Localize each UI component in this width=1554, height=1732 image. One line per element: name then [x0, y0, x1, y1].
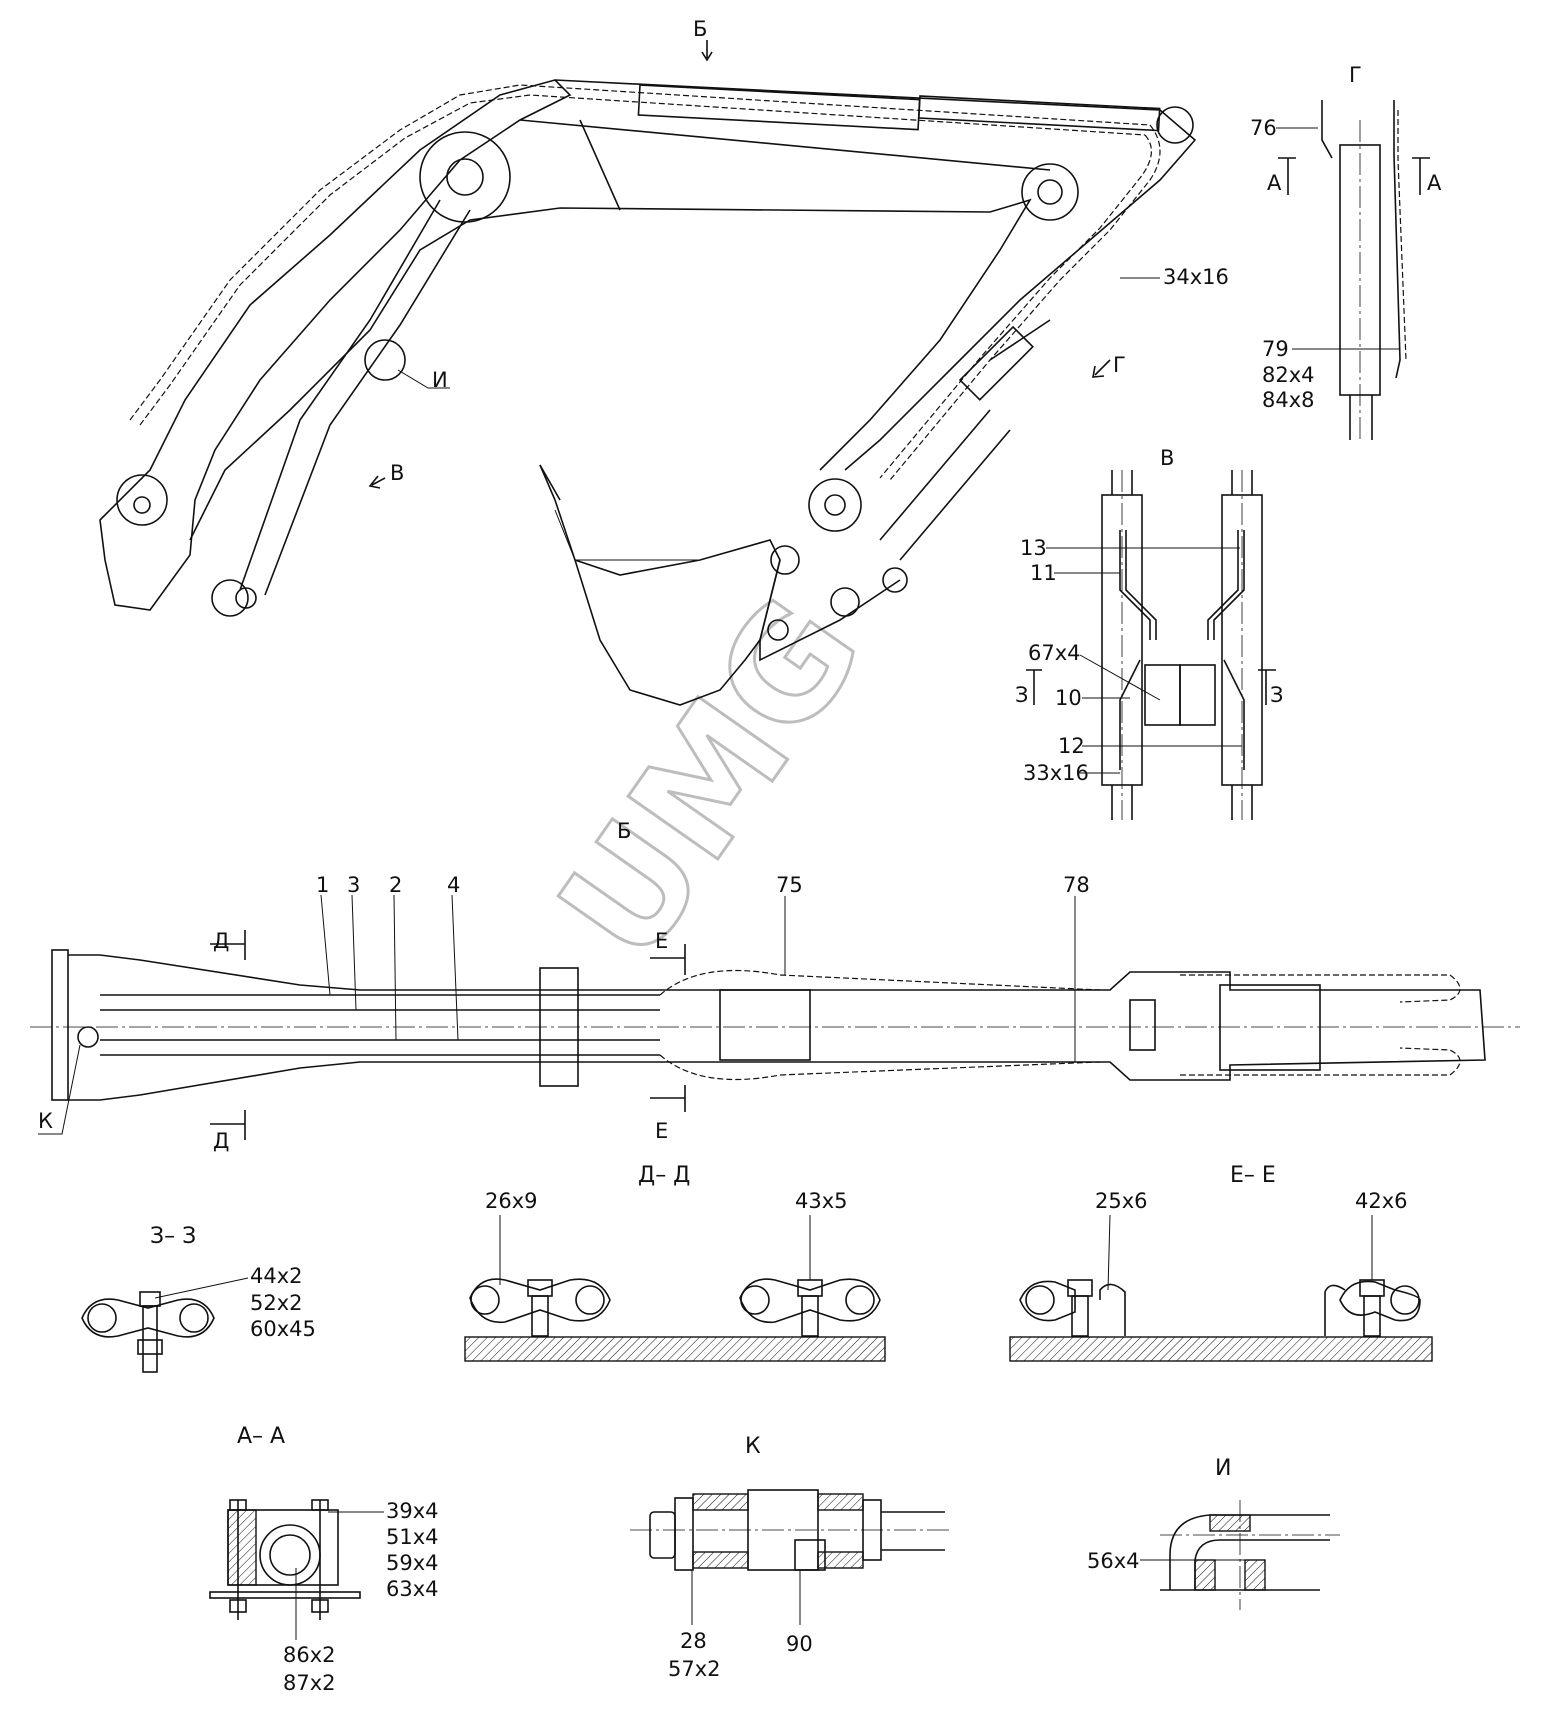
label-4: 4 — [447, 873, 460, 897]
label-1: 1 — [316, 873, 329, 897]
label-84x8: 84х8 — [1262, 388, 1315, 412]
label-12: 12 — [1058, 734, 1085, 758]
view-arrow-b-label: Б — [693, 17, 707, 41]
section-ee-title: Е– Е — [1230, 1163, 1276, 1188]
label-82x4: 82х4 — [1262, 363, 1315, 387]
view-b-title: Б — [617, 819, 631, 843]
label-57x2: 57х2 — [668, 1657, 721, 1681]
cut-z-right: З — [1270, 683, 1283, 707]
label-25x6: 25х6 — [1095, 1189, 1148, 1213]
section-dd: Д– Д 26х9 43х5 — [464, 1163, 886, 1362]
label-86x2: 86х2 — [283, 1643, 336, 1667]
detail-k-title: К — [745, 1434, 761, 1459]
label-26x9: 26х9 — [485, 1189, 538, 1213]
view-v-title: В — [1160, 446, 1174, 470]
label-67x4: 67х4 — [1028, 641, 1081, 665]
detail-i-title: И — [1215, 1456, 1231, 1481]
label-2: 2 — [389, 873, 402, 897]
label-44x2: 44х2 — [250, 1264, 303, 1288]
cut-a-right: А — [1427, 171, 1442, 195]
detail-i: И 56х4 — [1087, 1456, 1340, 1610]
label-43x5: 43х5 — [795, 1189, 848, 1213]
label-79: 79 — [1262, 337, 1289, 361]
label-51x4: 51х4 — [386, 1525, 439, 1549]
label-63x4: 63х4 — [386, 1577, 439, 1601]
label-60x45: 60х45 — [250, 1317, 316, 1341]
label-90: 90 — [786, 1632, 813, 1656]
label-75: 75 — [776, 873, 803, 897]
label-87x2: 87х2 — [283, 1671, 336, 1695]
section-zz: З– З 44х2 52х2 60х45 — [81, 1224, 316, 1373]
cut-a-left: А — [1267, 171, 1282, 195]
view-arrow-g-label: Г — [1113, 353, 1126, 377]
label-34x16: 34х16 — [1163, 265, 1229, 289]
label-42x6: 42х6 — [1355, 1189, 1408, 1213]
label-33x16: 33х16 — [1023, 761, 1089, 785]
section-dd-title: Д– Д — [638, 1163, 690, 1188]
cut-d-bottom: Д — [213, 1129, 229, 1153]
section-aa: А– А 39х4 51х4 59х4 63х4 86х2 87х2 — [209, 1424, 439, 1695]
detail-k: К 28 57х2 90 — [630, 1434, 950, 1681]
view-v: В 13 11 67х4 З З 10 12 33х16 — [1015, 446, 1283, 820]
cut-e-bottom: Е — [655, 1119, 668, 1143]
boom-side-view: Б В Г И 34х16 — [99, 17, 1229, 706]
label-39x4: 39х4 — [386, 1499, 439, 1523]
view-b: Б 1 3 2 4 75 78 Д Д Е Е К — [30, 819, 1520, 1153]
cut-e-top: Е — [655, 929, 668, 953]
label-78: 78 — [1063, 873, 1090, 897]
label-56x4: 56х4 — [1087, 1549, 1140, 1573]
label-76: 76 — [1250, 116, 1277, 140]
label-11: 11 — [1030, 561, 1057, 585]
view-g: Г 76 А А 79 82х4 84х8 — [1250, 63, 1442, 440]
label-59x4: 59х4 — [386, 1551, 439, 1575]
label-3: 3 — [347, 873, 360, 897]
section-ee: Е– Е 25х6 42х6 — [1009, 1163, 1433, 1362]
label-52x2: 52х2 — [250, 1291, 303, 1315]
watermark: UMG — [527, 568, 896, 991]
view-g-title: Г — [1349, 63, 1362, 87]
detail-i-callout: И — [432, 368, 448, 392]
label-28: 28 — [680, 1629, 707, 1653]
section-zz-title: З– З — [150, 1224, 196, 1249]
cut-d-top: Д — [213, 929, 229, 953]
cut-k-label: К — [38, 1109, 53, 1133]
cut-z-left: З — [1015, 683, 1028, 707]
section-aa-title: А– А — [237, 1424, 285, 1449]
label-13: 13 — [1020, 536, 1047, 560]
label-10: 10 — [1055, 686, 1082, 710]
view-arrow-v-label: В — [390, 461, 404, 485]
